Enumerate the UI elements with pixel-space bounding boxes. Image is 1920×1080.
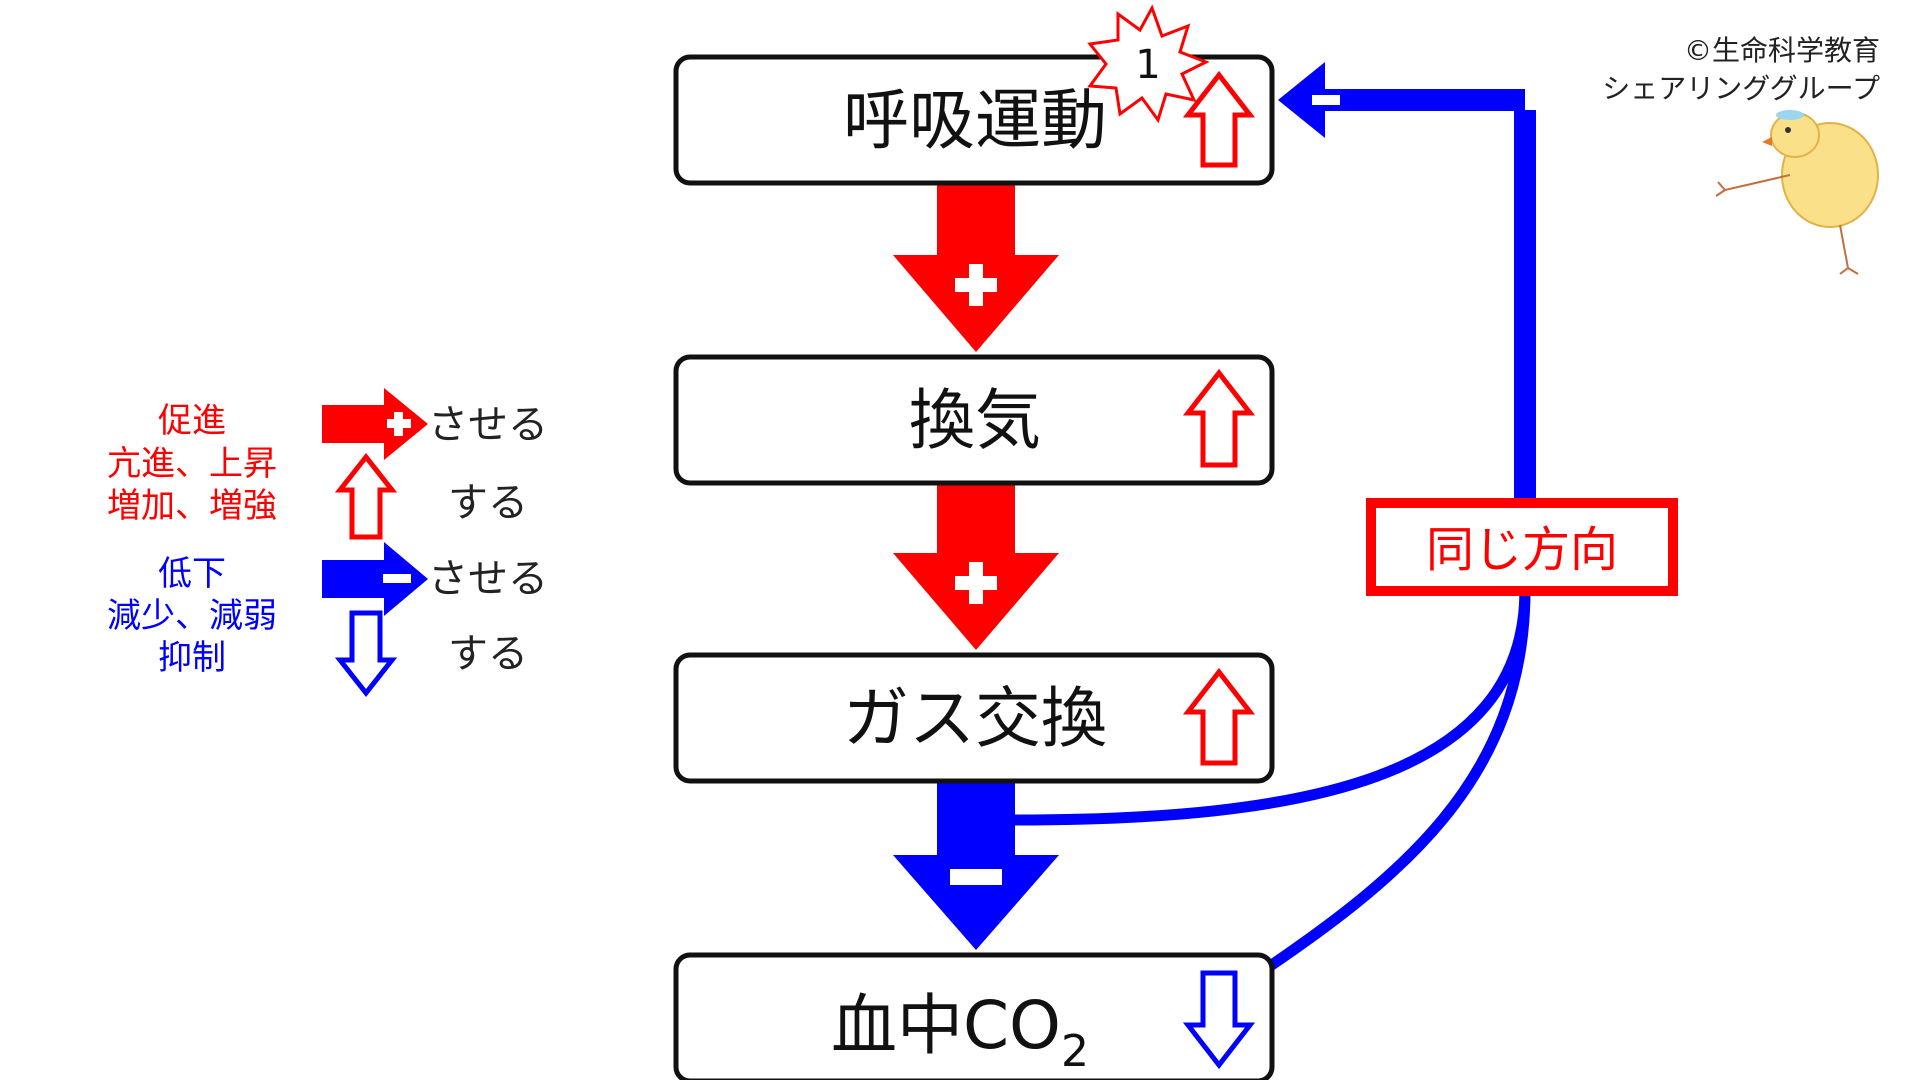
legend-decrease-line1: 減少、減弱 [107,596,277,636]
legend-up-arrow-icon [334,452,398,540]
connector-plus-1 [893,185,1059,352]
node-label: 換気 [909,382,1041,459]
starburst-badge-icon: 1 [1087,4,1210,124]
connector-minus [893,782,1059,950]
feedback-arrowhead-icon [1278,62,1340,138]
legend: 促進 亢進、上昇 増加、増強 させる する 低下 減少、減弱 抑制 させる する [107,388,548,698]
legend-decrease-suffix: する [448,631,528,677]
up-arrow-icon [1182,70,1256,168]
copyright-line-1: ©生命科学教育 [1684,34,1880,67]
svg-text:血中CO2: 血中CO2 [831,987,1089,1077]
legend-minus-arrow-icon [322,542,428,616]
node-label: ガス交換 [843,680,1107,757]
legend-increase-line2: 増加、増強 [107,486,277,526]
legend-increase-line1: 亢進、上昇 [107,444,277,484]
legend-increase-suffix: する [448,480,528,526]
up-arrow-icon [1182,368,1256,468]
feedback-label: 同じ方向 [1426,522,1618,578]
legend-down-arrow-icon [334,610,398,698]
up-arrow-icon [1182,667,1256,766]
node-gas-exchange: ガス交換 [673,652,1275,784]
legend-promote-suffix: させる [428,402,548,448]
legend-reduce-suffix: させる [428,556,548,602]
legend-decrease-line2: 抑制 [158,638,226,678]
node-blood-co2: 血中CO2 [673,952,1275,1080]
legend-plus-arrow-icon [322,388,428,460]
feedback-label-box: 同じ方向 [1366,498,1678,596]
copyright-line-2: シェアリンググループ [1602,72,1880,105]
node-subscript: 2 [1061,1026,1089,1077]
chick-mascot-icon [1715,110,1879,275]
node-ventilation: 換気 [673,354,1275,486]
badge-number: 1 [1135,42,1160,88]
down-arrow-icon [1182,970,1256,1070]
feedback-path [1014,89,1536,990]
connector-plus-2 [893,483,1059,650]
legend-reduce-label: 低下 [158,554,226,594]
node-label: 呼吸運動 [843,82,1107,159]
legend-promote-label: 促進 [158,401,226,441]
node-label: 血中CO [831,987,1061,1064]
